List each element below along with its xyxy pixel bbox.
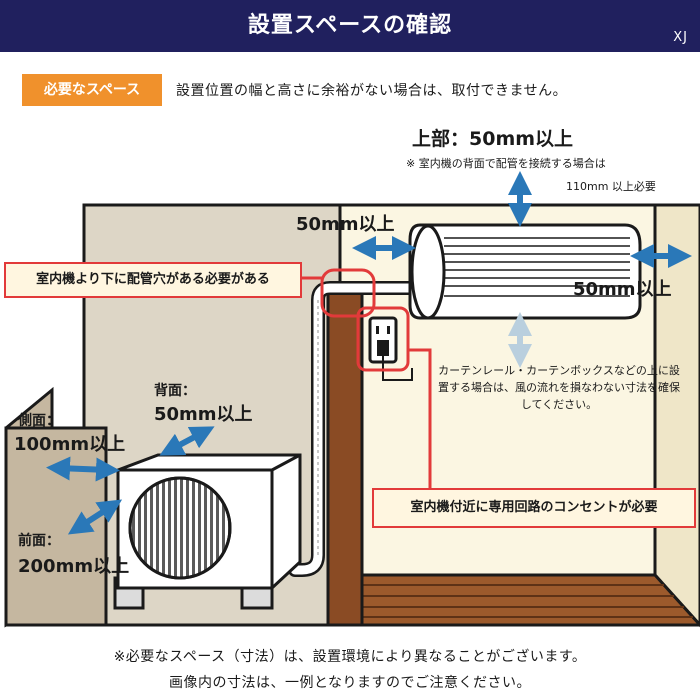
requirement-text: 設置位置の幅と高さに余裕がない場合は、取付できません。: [176, 83, 568, 99]
curtain-rail-note: カーテンレール・カーテンボックスなどの上に設置する場合は、風の流れを損なわない寸…: [438, 364, 680, 411]
left-clearance-label: 50mm以上: [296, 214, 395, 235]
top-clearance-note-value: 110mm 以上必要: [566, 180, 656, 193]
outlet-callout: 室内機付近に専用回路のコンセントが必要: [372, 488, 696, 528]
outlet-highlight: [356, 306, 410, 372]
wall-pillar: [326, 283, 364, 627]
back-clearance-arrow: [159, 426, 215, 456]
front-clearance-arrow: [67, 499, 123, 535]
side-clearance-arrow: [46, 456, 120, 482]
footer-note-1: ※必要なスペース（寸法）は、設置環境により異なることがございます。: [113, 649, 587, 665]
back-clearance-value: 50mm以上: [154, 404, 253, 425]
top-clearance-note: ※ 室内機の背面で配管を接続する場合は: [406, 157, 606, 170]
page-title: 設置スペースの確認: [247, 13, 453, 38]
pipe-hole-callout: 室内機より下に配管穴がある必要がある: [4, 262, 302, 298]
header-bar: 設置スペースの確認 XJ: [0, 0, 700, 52]
brand-logo: XJ: [673, 30, 688, 45]
footer-note-2: 画像内の寸法は、一例となりますのでご注意ください。: [168, 675, 532, 691]
fence-front: [4, 426, 108, 627]
front-clearance-value: 200mm以上: [18, 556, 130, 577]
back-clearance-title: 背面：: [154, 383, 196, 399]
right-clearance-label: 50mm以上: [573, 279, 672, 300]
room-side-wall: [653, 203, 700, 628]
top-clearance-label: 上部：50mm以上: [412, 128, 574, 150]
pipe-hole-highlight: [320, 268, 376, 318]
front-clearance-title: 前面：: [18, 533, 60, 549]
required-space-tag: 必要なスペース: [22, 74, 162, 106]
side-clearance-value: 100mm以上: [14, 434, 126, 455]
side-clearance-title: 側面：: [18, 413, 60, 429]
indoor-unit: [408, 223, 642, 320]
